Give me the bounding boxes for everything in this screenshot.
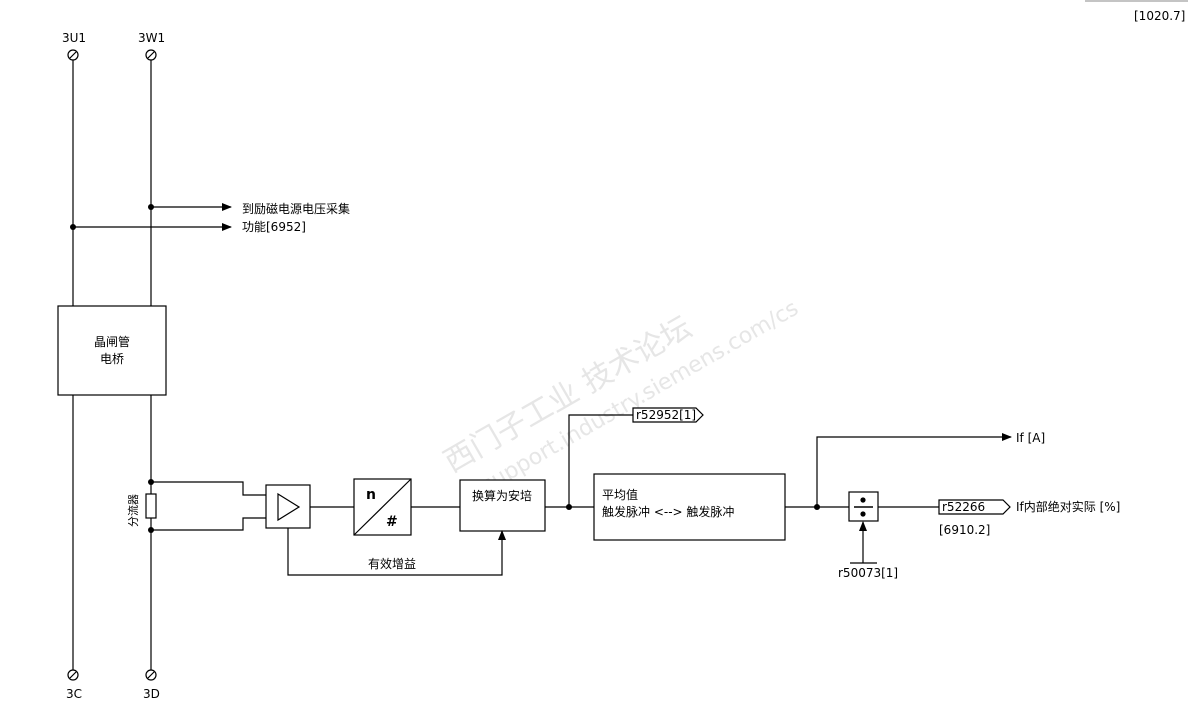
junction-dot [148,204,154,210]
selector-dot-top [860,497,866,503]
adc-bottom-label: # [386,514,398,530]
r50073-label: r50073[1] [838,566,898,580]
adc-top-label: n [366,487,376,503]
page-ref: [1020.7] [1134,9,1185,23]
if-output-arrow [816,433,1012,507]
if-output-label: If [A] [1016,431,1045,445]
thyristor-bridge-block [57,305,167,396]
average-label-1: 平均值 [602,487,638,502]
shunt-lead-bottom [151,517,266,531]
terminal-3d-label: 3D [143,687,160,701]
r52266-connector [938,499,1011,515]
average-label-2: 触发脉冲 <--> 触发脉冲 [602,504,734,519]
terminal-3u1-label: 3U1 [62,31,86,45]
amplifier-block [265,484,311,529]
r52266-label: r52266 [942,500,985,514]
effective-gain-path [287,528,506,576]
if-internal-label: If内部绝对实际 [%] [1016,499,1120,514]
junction-dot [70,224,76,230]
terminal-3u1-icon [67,49,79,61]
convert-to-ampere-block [459,479,546,532]
shunt-resistor [145,493,157,519]
shunt-lead-top [151,481,266,496]
voltage-tap-label-2: 功能[6952] [242,220,306,234]
terminal-3d-icon [145,669,157,681]
r52952-connector [632,407,704,423]
thyristor-bridge-label-2: 电桥 [100,352,124,366]
watermark-line2: support.industry.siemens.com/cs [477,296,803,499]
wire-to-r52952 [568,414,633,507]
ref-6910-label: [6910.2] [939,523,990,537]
effective-gain-label: 有效增益 [368,556,416,571]
watermark: 西门子工业 技术论坛 support.industry.siemens.com/… [438,296,803,499]
adc-diagonal [353,478,412,536]
amplifier-icon [277,492,301,522]
terminal-3w1-icon [145,49,157,61]
thyristor-bridge-label-1: 晶闸管 [94,334,130,349]
selector-dot-bottom [860,511,866,517]
terminal-3c-icon [67,669,79,681]
voltage-tap-label-1: 到励磁电源电压采集 [242,201,350,216]
terminal-3w1-label: 3W1 [138,31,165,45]
convert-to-ampere-label: 换算为安培 [472,488,532,503]
average-block [593,473,786,541]
r52952-label: r52952[1] [636,408,696,422]
shunt-label: 分流器 [126,494,140,527]
terminal-3c-label: 3C [66,687,82,701]
